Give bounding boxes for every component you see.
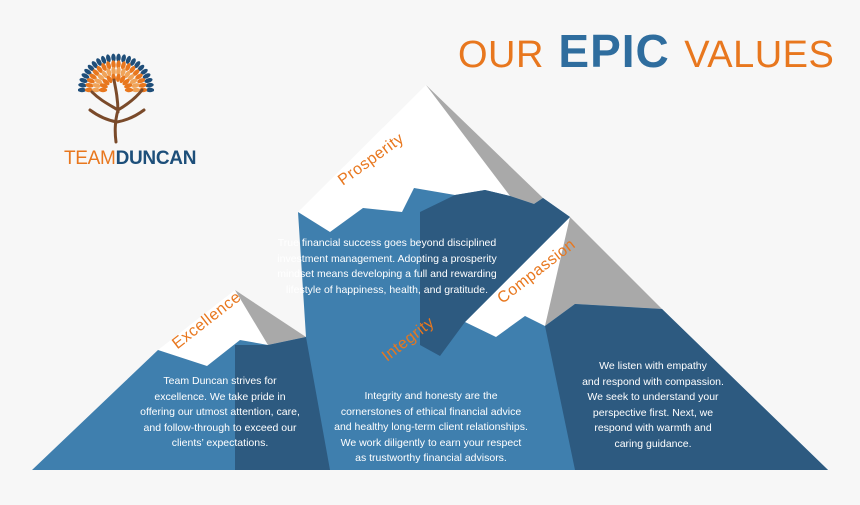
logo-leaf — [124, 70, 131, 79]
shade-band-center — [420, 190, 570, 356]
logo-leaf — [120, 61, 126, 70]
prosperity-description: True financial success goes beyond disci… — [277, 237, 497, 296]
logo-leaf — [111, 53, 116, 62]
brand-wordmark: TEAMDUNCAN — [64, 148, 196, 170]
logo-leaf — [127, 74, 135, 81]
brand-name-team: TEAM — [64, 148, 116, 169]
logo-leaf — [124, 87, 134, 93]
tree-logo-icon — [78, 53, 154, 144]
logo-leaf — [97, 74, 105, 81]
logo-leaf — [94, 78, 103, 84]
shadow-main — [426, 85, 543, 204]
shadow-right — [545, 217, 662, 326]
logo-leaf — [130, 58, 136, 66]
logo-leaf — [134, 61, 141, 69]
title-word-epic: EPIC — [558, 25, 670, 77]
logo-leaf — [137, 64, 145, 72]
logo-leaf — [116, 60, 121, 69]
logo-leaf — [116, 66, 121, 76]
logo-leaf — [120, 68, 126, 77]
logo-leaf — [116, 53, 121, 62]
logo-leaf — [121, 54, 126, 63]
logo-leaf — [101, 70, 108, 79]
logo-leaf — [81, 73, 90, 79]
logo-leaf — [91, 87, 101, 93]
logo-leaf — [106, 54, 111, 63]
title-word-values: VALUES — [684, 34, 835, 76]
logo-leaf — [92, 69, 100, 76]
logo-leaf — [144, 78, 153, 83]
logo-leaf — [106, 68, 112, 77]
logo-leaf — [137, 78, 146, 84]
logo-leaf — [106, 75, 113, 84]
logo-leaf — [129, 65, 136, 74]
integrity-description: Integrity and honesty are the cornerston… — [334, 390, 528, 464]
logo-leaf — [86, 78, 95, 84]
shade-band-right — [545, 304, 828, 470]
title-word-our: OUR — [458, 34, 544, 76]
logo-leaf — [145, 87, 154, 93]
logo-leaf — [91, 61, 98, 69]
logo-leaf — [106, 61, 112, 70]
logo-leaf — [78, 82, 87, 88]
logo-leaf — [87, 64, 95, 72]
snow-peak-main — [298, 85, 510, 232]
logo-leaf — [78, 87, 87, 93]
logo-leaf — [119, 75, 126, 84]
shadow-left — [235, 290, 306, 345]
logo-leaf — [101, 55, 107, 64]
logo-leaf — [96, 58, 102, 66]
logo-leaf — [111, 60, 116, 69]
logo-leaf — [111, 66, 116, 76]
brand-name-duncan: DUNCAN — [115, 148, 197, 169]
logo-leaf — [85, 83, 94, 88]
logo-leaf — [102, 78, 110, 86]
logo-leaf — [84, 68, 92, 75]
logo-leaf — [92, 83, 101, 88]
logo-leaf — [131, 83, 140, 88]
logo-leaf — [125, 63, 131, 71]
snow-peak-left — [158, 290, 268, 366]
page-title: OUR EPIC VALUES — [458, 28, 834, 74]
logo-leaf — [122, 78, 130, 86]
snow-peak-right — [465, 217, 570, 337]
logo-leaf — [89, 73, 97, 80]
logo-leaf — [140, 68, 148, 75]
logo-leaf — [116, 73, 121, 82]
logo-leaf — [132, 69, 140, 76]
logo-leaf — [138, 83, 147, 88]
logo-leaf — [145, 82, 154, 88]
excellence-description: Team Duncan strives for excellence. We t… — [140, 375, 300, 449]
shade-band-left — [235, 337, 330, 470]
logo-leaf — [96, 65, 103, 74]
logo-leaf — [101, 63, 107, 71]
logo-leaf — [135, 73, 143, 80]
logo-leaf — [79, 78, 88, 83]
logo-leaf — [131, 87, 141, 93]
logo-leaf — [98, 87, 108, 93]
logo-leaf — [142, 73, 151, 79]
logo-leaf — [125, 55, 131, 64]
logo-leaf — [129, 78, 138, 84]
logo-leaf — [124, 83, 133, 89]
compassion-description: We listen with empathy and respond with … — [582, 360, 724, 450]
